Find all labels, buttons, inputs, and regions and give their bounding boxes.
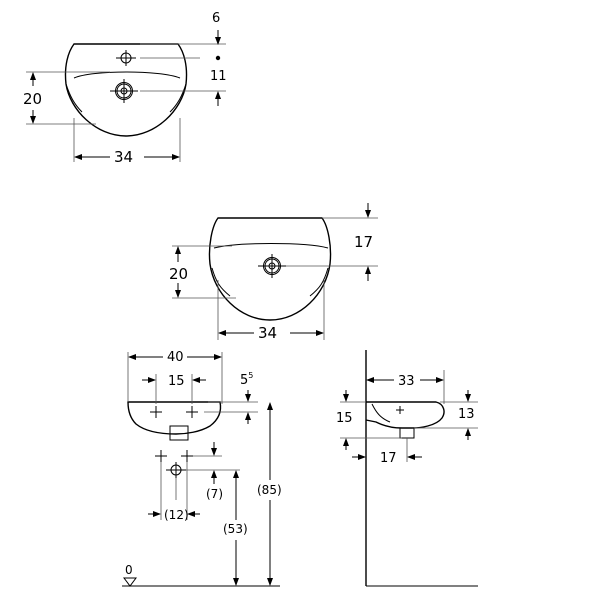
dim-20-small: 20	[23, 90, 42, 108]
dim-6: 6	[212, 11, 220, 26]
dim-34-large: 34	[258, 324, 277, 342]
side-waste-outlet	[399, 427, 415, 439]
basin-outline	[64, 43, 188, 137]
dim-7: (7)	[206, 487, 223, 501]
floor-level-label: 0	[125, 563, 133, 577]
basin-inner-edge-right	[169, 83, 187, 113]
dim-17-top: 17	[354, 233, 373, 251]
dim-33: 33	[398, 374, 415, 389]
dim-85: (85)	[257, 483, 282, 497]
basin-inner-edge	[65, 83, 83, 113]
dim-40: 40	[167, 350, 184, 365]
rough-in-markers	[155, 450, 193, 478]
front-view: 40 15 55 (7) (12)	[122, 350, 282, 587]
dim-13: 13	[458, 407, 475, 422]
waste-outlet	[169, 425, 189, 441]
dim-17-side: 17	[380, 451, 397, 466]
floor-level-marker	[123, 577, 137, 587]
basin-side-profile	[365, 401, 445, 429]
side-view: 33 15 13 17	[336, 350, 478, 587]
dim-5: 55	[240, 371, 253, 388]
dim-12: (12)	[164, 508, 189, 522]
dim-53: (53)	[223, 522, 248, 536]
top-view-small: 6 11 20 34	[23, 11, 227, 166]
dim-11: 11	[210, 69, 227, 84]
basin-front-body	[127, 401, 222, 435]
top-view-large: 17 20 34	[169, 203, 378, 342]
dim-15-front: 15	[168, 374, 185, 389]
dim-15-side: 15	[336, 411, 353, 426]
dim-34-small: 34	[114, 148, 133, 166]
basin-bowl-rim	[73, 71, 181, 79]
tap-hole-markers	[150, 406, 198, 418]
dim-20-large: 20	[169, 265, 188, 283]
basin-outline-2	[208, 217, 332, 321]
